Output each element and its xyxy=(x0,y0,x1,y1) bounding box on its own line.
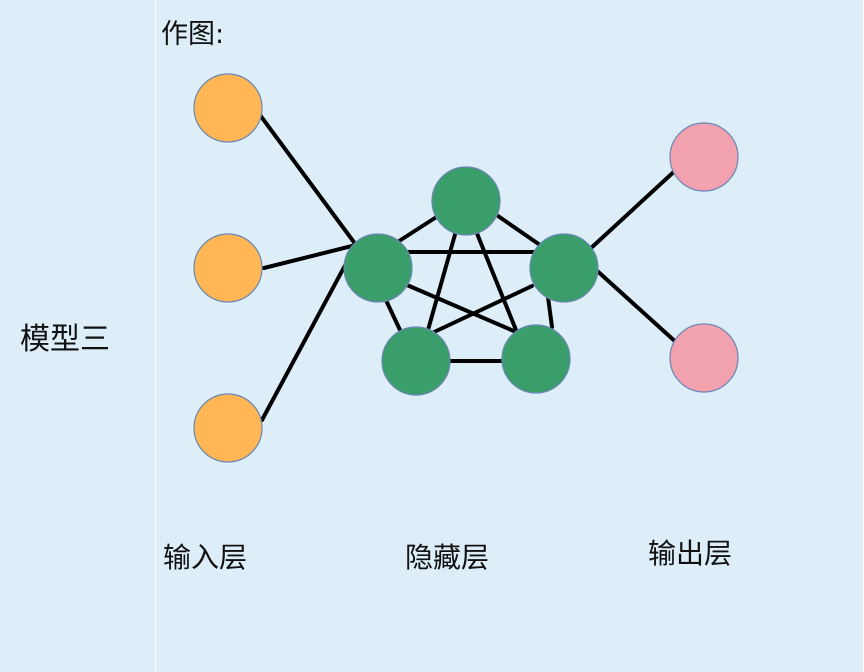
edge xyxy=(398,280,518,334)
edge xyxy=(382,294,402,332)
input-node-2 xyxy=(193,233,263,303)
edge xyxy=(588,166,680,251)
output-node-2 xyxy=(669,323,739,393)
input-node-3 xyxy=(193,393,263,463)
model-label: 模型三 xyxy=(20,322,110,357)
hidden-layer-label: 隐藏层 xyxy=(405,541,490,574)
edge xyxy=(496,214,542,247)
edge xyxy=(394,214,440,245)
output-node-1 xyxy=(669,122,739,192)
draw-label: 作图: xyxy=(161,19,225,50)
edge xyxy=(474,229,518,332)
main-cell xyxy=(156,0,863,672)
edges xyxy=(258,113,680,422)
hidden-node-4 xyxy=(381,326,451,396)
edge xyxy=(262,243,358,270)
edge xyxy=(546,295,554,329)
edge xyxy=(430,284,534,335)
output-layer-label: 输出层 xyxy=(648,537,733,570)
edge xyxy=(592,266,680,346)
edge xyxy=(258,113,358,247)
side-cell xyxy=(0,0,156,672)
hidden-node-3 xyxy=(529,233,599,303)
edge xyxy=(426,229,458,332)
hidden-node-2 xyxy=(343,233,413,303)
edge xyxy=(260,243,358,422)
input-layer-label: 输入层 xyxy=(163,541,248,574)
hidden-node-5 xyxy=(501,324,571,394)
input-node-1 xyxy=(193,73,263,143)
hidden-node-1 xyxy=(431,166,501,236)
nodes xyxy=(193,73,739,463)
